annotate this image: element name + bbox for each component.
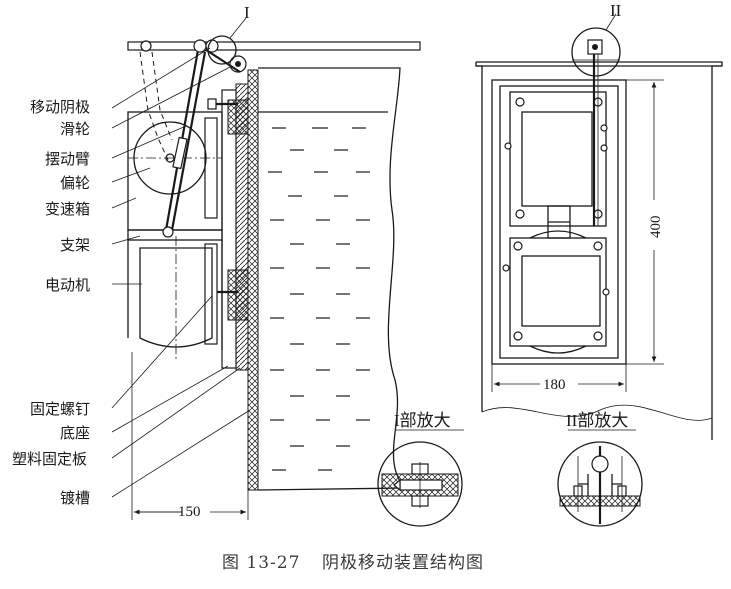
- detail-1-marker: I: [207, 3, 250, 65]
- label-gearbox: 变速箱: [45, 200, 90, 218]
- figure-caption: 图 13-27 阴极移动装置结构图: [222, 553, 484, 573]
- label-moving-cathode: 移动阴极: [30, 98, 90, 116]
- screw-block-upper: [227, 99, 249, 135]
- detail-1-enlarged: I部放大: [377, 411, 464, 527]
- motor: [139, 236, 213, 362]
- swing-arm-assembly: [139, 45, 247, 238]
- detail-1-marker-label: I: [244, 3, 250, 22]
- left-side-view: I 移动阴极 滑轮 摆动臂 偏轮 变速箱 支架 电动机 固定螺钉 底座 塑料固定…: [12, 3, 421, 520]
- detail-2-enlarged: II部放大: [557, 411, 643, 527]
- base-plate-front: [491, 79, 627, 365]
- dimension-400-label: 400: [648, 216, 664, 239]
- label-fixing-screw: 固定螺钉: [30, 400, 90, 418]
- dimension-150-label: 150: [178, 504, 201, 520]
- caption-title: 阴极移动装置结构图: [322, 553, 484, 573]
- leader-lines: [111, 47, 251, 498]
- detail-2-title: II部放大: [566, 411, 628, 430]
- plating-tank: [247, 67, 407, 491]
- screw-block-lower: [227, 269, 249, 321]
- label-bracket: 支架: [60, 236, 90, 254]
- electrolyte: [268, 127, 370, 471]
- dimension-180: 180: [491, 364, 627, 393]
- dimension-180-label: 180: [543, 377, 566, 393]
- dimension-400: 400: [626, 79, 664, 365]
- gearbox-front: [504, 91, 608, 227]
- label-swing-arm: 摆动臂: [45, 150, 90, 168]
- caption-number: 图 13-27: [222, 553, 300, 573]
- dimension-150: 150: [131, 352, 249, 520]
- moving-cathode-rod: [127, 39, 421, 53]
- label-pulley: 滑轮: [60, 120, 90, 138]
- label-base: 底座: [60, 424, 90, 442]
- detail-2-marker: II: [571, 1, 622, 77]
- label-plating-tank: 镀槽: [60, 489, 90, 507]
- label-plastic-fixing-plate: 塑料固定板: [12, 450, 87, 468]
- detail-2-marker-label: II: [610, 1, 622, 20]
- right-front-view: II 400 180: [475, 1, 723, 440]
- detail-1-title: I部放大: [394, 411, 451, 430]
- motor-front: [502, 230, 610, 354]
- label-motor: 电动机: [45, 276, 90, 294]
- tank-wall: [247, 69, 259, 491]
- support-frame: [127, 111, 223, 350]
- label-eccentric-wheel: 偏轮: [60, 174, 90, 192]
